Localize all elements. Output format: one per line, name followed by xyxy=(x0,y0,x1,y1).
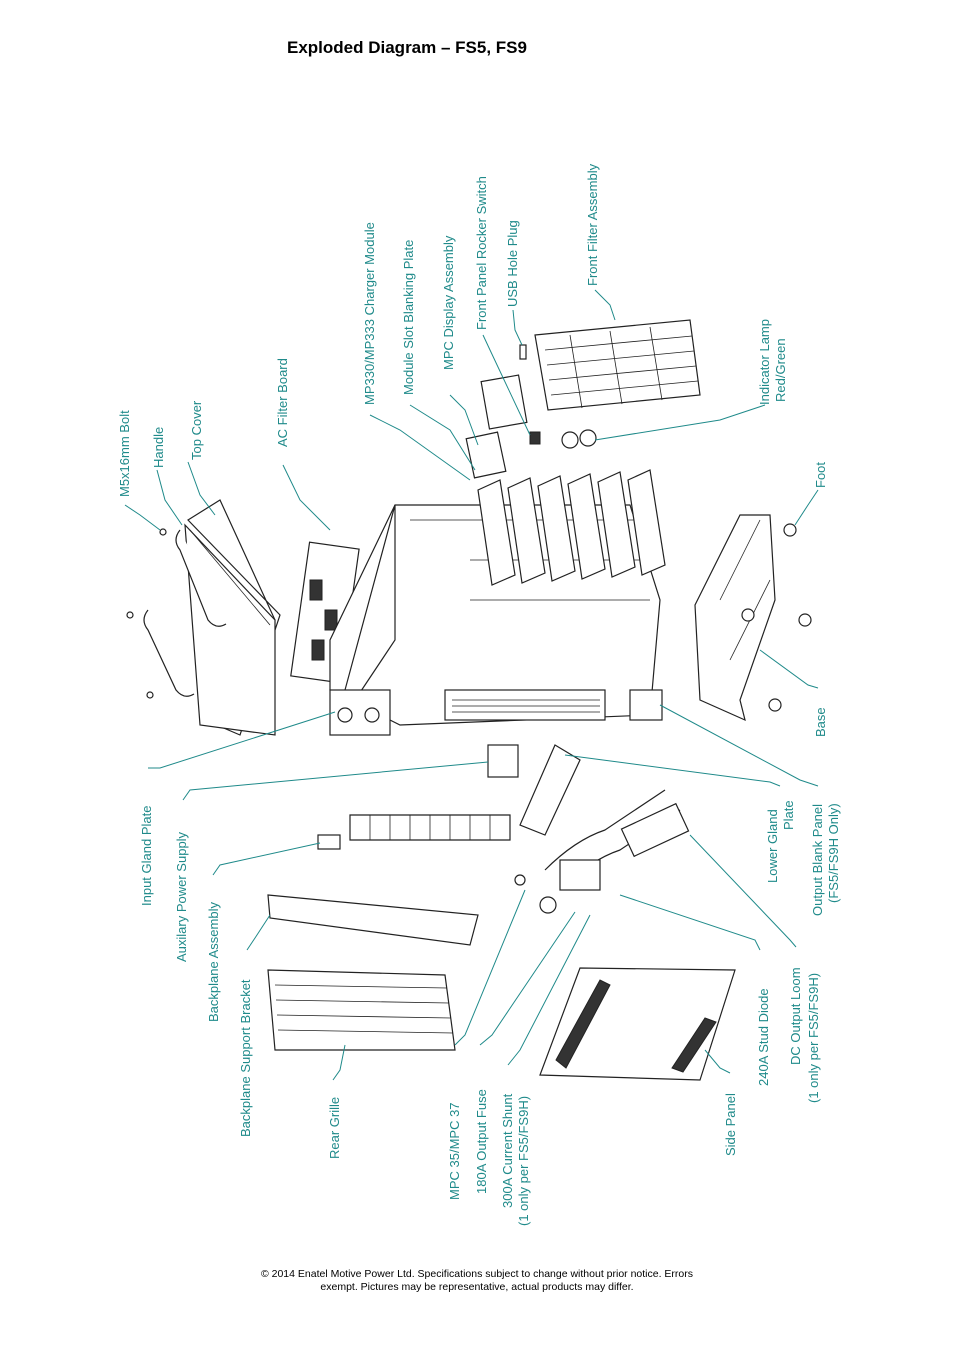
output-blank-part xyxy=(629,689,663,721)
charger-modules-part xyxy=(477,469,666,586)
backplane-assembly-part xyxy=(349,814,511,841)
main-chassis-part xyxy=(329,504,661,736)
label-handle: Handle xyxy=(151,427,166,468)
label-lower-gland-2: Plate xyxy=(781,800,796,830)
label-foot: Foot xyxy=(813,462,828,488)
dc-loom-part xyxy=(514,789,690,914)
footer-line-1: © 2014 Enatel Motive Power Ltd. Specific… xyxy=(260,1268,694,1280)
label-front-filter: Front Filter Assembly xyxy=(585,163,600,286)
label-rocker-switch: Front Panel Rocker Switch xyxy=(474,176,489,330)
display-assembly-part xyxy=(465,344,541,479)
backplane-bracket-part xyxy=(267,894,479,946)
label-mpc: MPC 35/MPC 37 xyxy=(447,1102,462,1200)
base-part xyxy=(694,514,812,722)
label-backplane-assembly: Backplane Assembly xyxy=(206,902,221,1022)
handle-part xyxy=(126,528,227,699)
input-gland-part xyxy=(487,744,519,778)
label-ac-filter: AC Filter Board xyxy=(275,358,290,447)
label-indicator-lamp-2: Red/Green xyxy=(773,338,788,402)
footer-copyright: © 2014 Enatel Motive Power Ltd. Specific… xyxy=(0,1268,954,1294)
front-filter-part xyxy=(534,319,701,411)
rear-grille-part xyxy=(267,969,456,1051)
label-base: Base xyxy=(813,707,828,737)
label-lower-gland-1: Lower Gland xyxy=(765,809,780,883)
footer-line-2: exempt. Pictures may be representative, … xyxy=(320,1281,634,1293)
label-aux-power: Auxilary Power Supply xyxy=(174,831,189,962)
label-output-fuse: 180A Output Fuse xyxy=(474,1089,489,1194)
indicator-lamps-part xyxy=(561,429,597,449)
label-current-shunt-2: (1 only per FS5/FS9H) xyxy=(516,1096,531,1226)
label-charger-module: MP330/MP333 Charger Module xyxy=(362,222,377,405)
label-dc-loom-1: DC Output Loom xyxy=(788,967,803,1065)
label-m5-bolt: M5x16mm Bolt xyxy=(117,410,132,497)
side-panel-part xyxy=(539,967,736,1081)
label-mpc-display: MPC Display Assembly xyxy=(441,235,456,370)
leader-lines xyxy=(124,289,819,1081)
label-stud-diode: 240A Stud Diode xyxy=(756,988,771,1086)
lower-gland-part xyxy=(519,744,581,836)
label-output-blank-1: Output Blank Panel xyxy=(810,804,825,916)
page-title: Exploded Diagram – FS5, FS9 xyxy=(287,38,527,57)
label-indicator-lamp-1: Indicator Lamp xyxy=(757,319,772,405)
top-cover-part xyxy=(184,499,281,736)
label-top-cover: Top Cover xyxy=(189,400,204,460)
label-output-blank-2: (FS5/FS9H Only) xyxy=(826,803,841,903)
label-current-shunt-1: 300A Current Shunt xyxy=(500,1093,515,1208)
label-input-gland: Input Gland Plate xyxy=(139,806,154,906)
label-side-panel: Side Panel xyxy=(723,1093,738,1156)
aux-power-part xyxy=(317,834,341,850)
label-blanking-plate: Module Slot Blanking Plate xyxy=(401,240,416,395)
label-dc-loom-2: (1 only per FS5/FS9H) xyxy=(806,973,821,1103)
label-backplane-bracket: Backplane Support Bracket xyxy=(238,979,253,1137)
label-usb-plug: USB Hole Plug xyxy=(505,220,520,307)
label-rear-grille: Rear Grille xyxy=(327,1097,342,1159)
